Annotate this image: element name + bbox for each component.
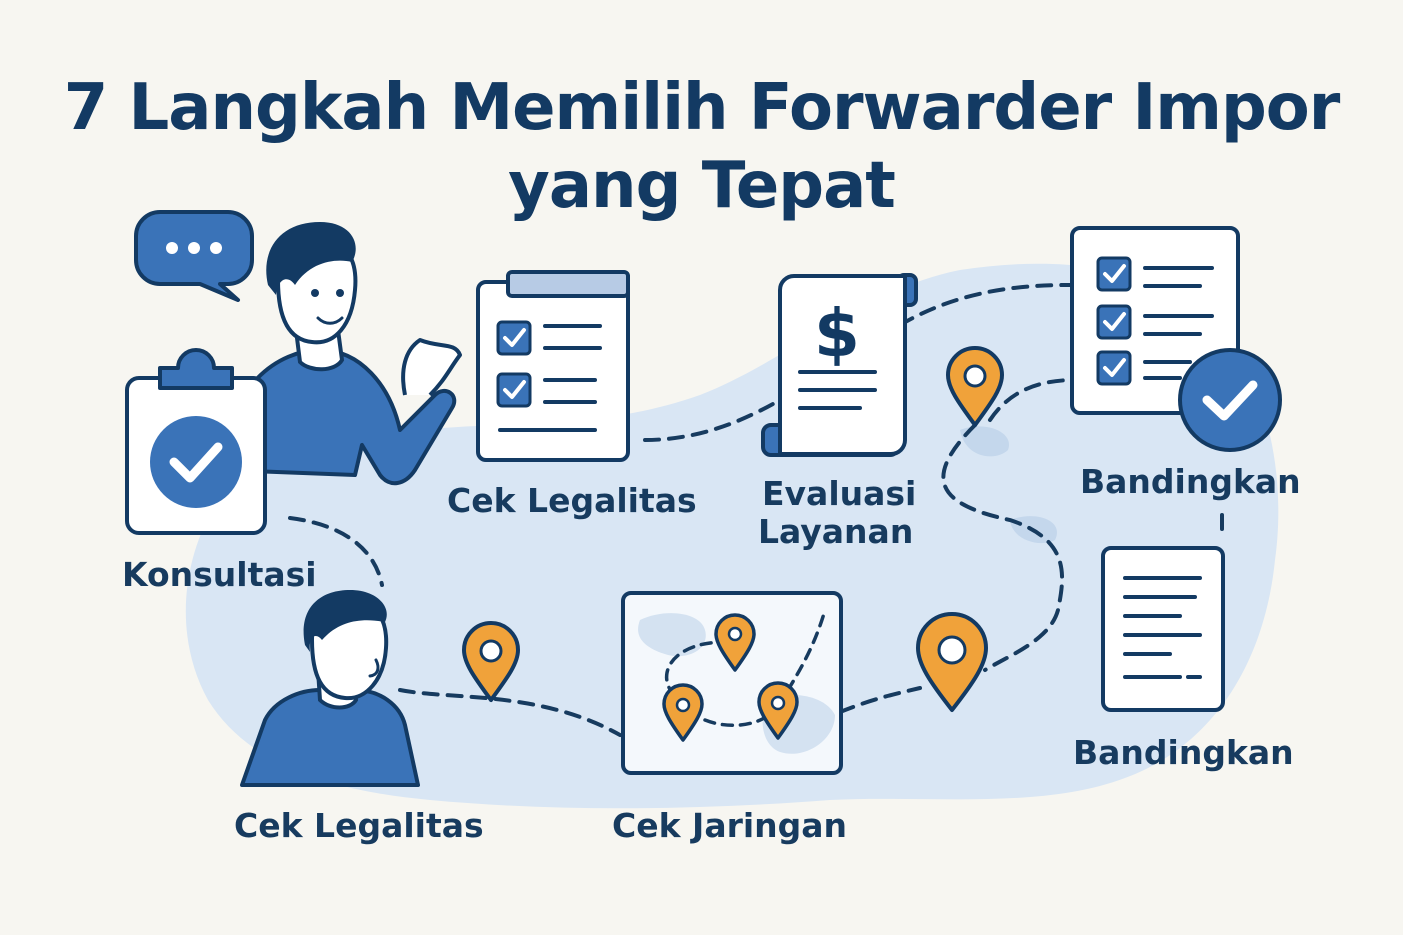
location-pin-icon (757, 681, 799, 740)
step-label-cek-jaringan: Cek Jaringan (612, 806, 848, 845)
location-pin-icon (916, 612, 988, 712)
step-label-konsultasi: Konsultasi (122, 555, 317, 594)
step-label-cek-legalitas-bottom: Cek Legalitas (234, 806, 484, 845)
map-island (960, 426, 1010, 457)
checklist-document-icon (476, 270, 630, 462)
document-icon (1101, 546, 1225, 712)
invoice-dollar-icon (761, 273, 918, 457)
speech-bubble-icon (134, 210, 254, 302)
page-title-line-2: yang Tepat (508, 149, 896, 223)
location-pin-icon (946, 346, 1004, 427)
step-label-bandingkan-bottom: Bandingkan (1073, 733, 1294, 772)
step-label-cek-legalitas-top: Cek Legalitas (447, 481, 697, 520)
location-pin-icon (662, 683, 704, 742)
step-label-evaluasi: Evaluasi (762, 474, 917, 513)
dollar-sign-icon: $ (814, 295, 860, 372)
location-pin-icon (714, 613, 756, 672)
dashed-route (288, 283, 1224, 737)
step-label-bandingkan-top: Bandingkan (1080, 462, 1301, 501)
person-icon (240, 590, 420, 787)
location-pins (462, 346, 1004, 742)
clipboard-check-icon (125, 348, 267, 535)
consultant-person-icon (223, 222, 462, 486)
check-badge-icon (1178, 348, 1282, 452)
step-label-layanan: Layanan (758, 512, 914, 551)
page-title-line-1: 7 Langkah Memilih Forwarder Impor (63, 71, 1341, 145)
location-pin-icon (462, 621, 520, 702)
